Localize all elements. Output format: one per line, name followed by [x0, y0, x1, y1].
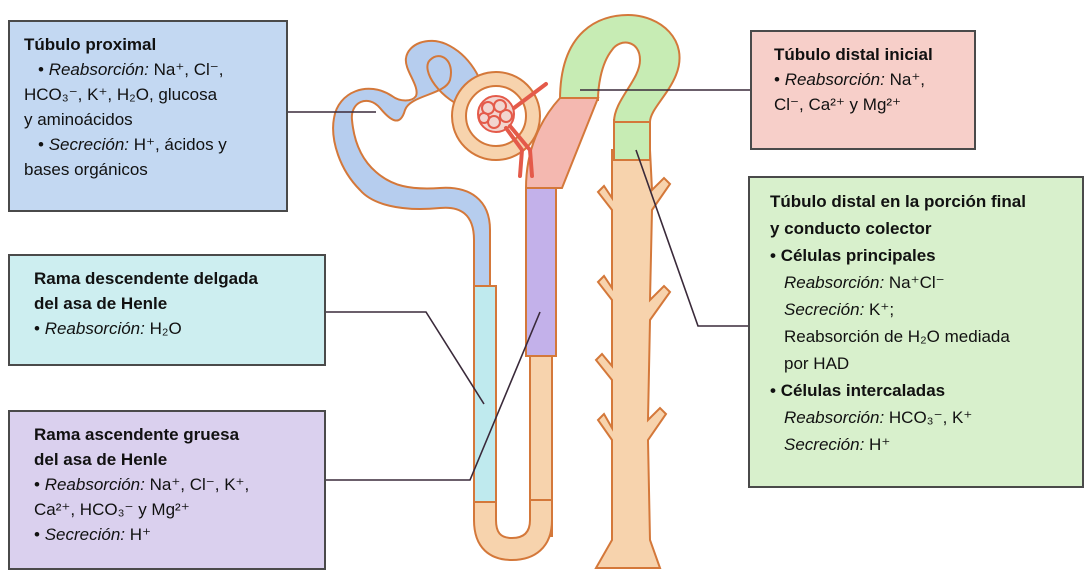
intercalated-reab-label: Reabsorción: [784, 408, 884, 427]
principal-reab-value: Na⁺Cl⁻ [884, 273, 944, 292]
distal-final-title-line2: y conducto colector [770, 215, 1068, 242]
proximal-title: Túbulo proximal [24, 32, 272, 57]
distal-initial-box: Túbulo distal inicial • Reabsorción: Na⁺… [750, 30, 976, 150]
proximal-sec-line2: bases orgánicos [24, 157, 272, 182]
principal-water-line1: Reabsorción de H₂O mediada [770, 323, 1068, 350]
ascending-sec-label: Secreción: [45, 525, 125, 544]
ascending-reab-label: Reabsorción: [45, 475, 145, 494]
principal-cells-title: Células principales [781, 246, 936, 265]
principal-sec-value: K⁺; [864, 300, 894, 319]
distal-initial-title: Túbulo distal inicial [774, 42, 960, 67]
proximal-reab-line3: y aminoácidos [24, 107, 272, 132]
leader-descending [326, 312, 484, 404]
ascending-title-line1: Rama ascendente gruesa [34, 422, 310, 447]
principal-water-line2: por HAD [770, 350, 1068, 377]
intercalated-reab-value: HCO₃⁻, K⁺ [884, 408, 972, 427]
descending-limb-box: Rama descendente delgada del asa de Henl… [8, 254, 326, 366]
proximal-tubule-box: Túbulo proximal • Reabsorción: Na⁺, Cl⁻,… [8, 20, 288, 212]
proximal-reab-line2: HCO₃⁻, K⁺, H₂O, glucosa [24, 82, 272, 107]
ascending-sec-value: H⁺ [125, 525, 151, 544]
descending-reab-label: Reabsorción: [45, 319, 145, 338]
proximal-sec-label: Secreción: [49, 135, 129, 154]
proximal-reab-label: Reabsorción: [49, 60, 149, 79]
principal-reab-label: Reabsorción: [784, 273, 884, 292]
ascending-title-line2: del asa de Henle [34, 447, 310, 472]
proximal-reab-line1: Na⁺, Cl⁻, [149, 60, 224, 79]
descending-title-line1: Rama descendente delgada [34, 266, 310, 291]
intercalated-cells-title: Células intercaladas [781, 381, 945, 400]
distal-initial-reab-label: Reabsorción: [785, 70, 885, 89]
principal-sec-label: Secreción: [784, 300, 864, 319]
distal-final-title-line1: Túbulo distal en la porción final [770, 188, 1068, 215]
leader-ascending [326, 312, 540, 480]
proximal-tubule [333, 41, 490, 286]
intercalated-sec-value: H⁺ [864, 435, 890, 454]
distal-initial-reab-line2: Cl⁻, Ca²⁺ y Mg²⁺ [774, 92, 960, 117]
ascending-reab-line2: Ca²⁺, HCO₃⁻ y Mg²⁺ [34, 497, 310, 522]
intercalated-sec-label: Secreción: [784, 435, 864, 454]
descending-title-line2: del asa de Henle [34, 291, 310, 316]
distal-final-box: Túbulo distal en la porción final y cond… [748, 176, 1084, 488]
distal-final-segment [614, 120, 650, 160]
ascending-reab-line1: Na⁺, Cl⁻, K⁺, [145, 475, 249, 494]
distal-initial-reab-line1: Na⁺, [885, 70, 925, 89]
thick-ascending-limb [526, 188, 556, 356]
proximal-sec-line1: H⁺, ácidos y [129, 135, 227, 154]
ascending-limb-box: Rama ascendente gruesa del asa de Henle … [8, 410, 326, 570]
descending-reab-value: H₂O [145, 319, 182, 338]
loop-bottom [474, 500, 552, 560]
